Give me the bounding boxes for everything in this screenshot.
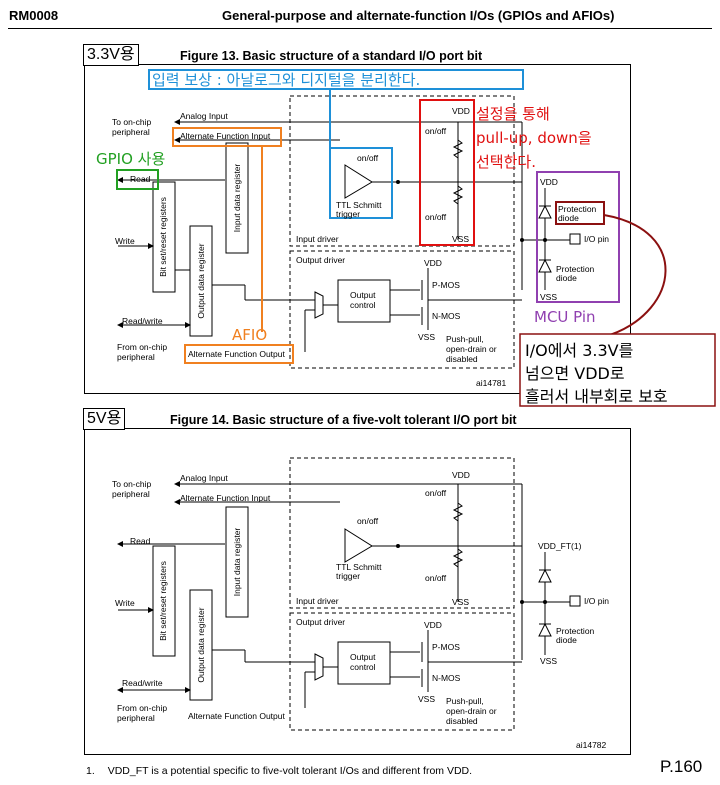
doc-id: RM0008 [9,8,59,23]
fig14-nmos: N-MOS [432,673,461,683]
fig13-pushpull-1: Push-pull, [446,334,484,344]
figure14-tag: 5V용 [83,408,126,430]
figure14-title: Figure 14. Basic structure of a five-vol… [170,413,517,427]
fig14-io-pin: I/O pin [584,596,610,606]
fig14-to-onchip: To on-chip [112,479,152,489]
fig13-pmos: P-MOS [432,280,460,290]
fig13-id: ai14781 [476,378,507,388]
fig13-on-off-a: on/off [425,126,447,136]
fig14-vss-out: VSS [418,694,436,704]
anno-input-compensation: 입력 보상 : 아날로그와 디지털을 분리한다. [152,71,421,89]
anno-protect-3: 흘러서 내부회로 보호 [525,387,668,406]
fig13-vdd-top: VDD [452,106,470,116]
fig14-read-write: Read/write [122,678,163,688]
fig14-on-off-c: on/off [425,573,447,583]
fig14-output-control-1: Output [350,652,376,662]
fig14-alt-func-output: Alternate Function Output [188,711,285,721]
fig13-alt-func-input: Alternate Function Input [180,131,271,141]
fig14-on-off-b: on/off [357,516,379,526]
fig14-analog-input: Analog Input [180,473,228,483]
fig13-vdd-diode: VDD [540,177,558,187]
footnote-text: VDD_FT is a potential specific to five-v… [107,765,473,777]
fig13-on-off-b: on/off [357,153,379,163]
fig14-peripheral-2: peripheral [117,713,155,723]
footnote: 1. VDD_FT is a potential specific to fiv… [86,765,472,777]
fig13-output-control-1: Output [350,290,376,300]
fig13-pushpull-2: open-drain or [446,344,497,354]
fig14-id: ai14782 [576,740,607,750]
fig14-peripheral: peripheral [112,489,150,499]
fig14-vdd-out: VDD [424,620,442,630]
fig13-analog-input: Analog Input [180,111,228,121]
anno-mcu-pin: MCU Pin [534,308,596,326]
fig14-vss-diode: VSS [540,656,558,666]
anno-afio: AFIO [232,326,268,344]
fig14-read: Read [130,536,151,546]
fig13-protection-1: Protection [558,204,597,214]
fig13-peripheral-2: peripheral [117,352,155,362]
fig13-write: Write [115,236,135,246]
fig13-nmos: N-MOS [432,311,461,321]
fig13-input-driver: Input driver [296,234,339,244]
fig13-read: Read [130,174,151,184]
fig14-ttl-2: trigger [336,571,361,581]
page-number: P.160 [660,757,703,776]
fig13-vss-bottom: VSS [452,234,470,244]
fig14-output-data-reg: Output data register [196,607,206,683]
anno-protect-1: I/O에서 3.3V를 [525,341,634,360]
anno-pullup-2: pull-up, down을 [476,129,592,147]
fig14-write: Write [115,598,135,608]
fig14-bit-set-reset-reg: Bit set/reset registers [158,561,168,641]
fig13-vss-out: VSS [418,332,436,342]
figure13-title: Figure 13. Basic structure of a standard… [180,49,483,63]
fig14-from-onchip: From on-chip [117,703,168,713]
fig13-to-onchip: To on-chip [112,117,152,127]
fig13-alt-func-output: Alternate Function Output [188,349,285,359]
fig14-input-driver: Input driver [296,596,339,606]
fig13-pushpull-3: disabled [446,354,478,364]
fig13-vdd-out: VDD [424,258,442,268]
fig14-diode: diode [556,635,577,645]
anno-pullup-1: 설정을 통해 [476,105,550,123]
page-header-title: General-purpose and alternate-function I… [222,8,615,23]
fig14-protection: Protection [556,626,595,636]
fig14-pushpull-3: disabled [446,716,478,726]
fig14-alt-func-input: Alternate Function Input [180,493,271,503]
fig14-pushpull-2: open-drain or [446,706,497,716]
anno-protect-2: 넘으면 VDD로 [525,364,625,383]
fig13-ttl-2: trigger [336,209,361,219]
fig13-protection-2: Protection [556,264,595,274]
fig13-read-write: Read/write [122,316,163,326]
footnote-num: 1. [86,765,95,777]
anno-pullup-3: 선택한다. [476,153,536,171]
header-rule [8,28,712,29]
fig13-diode-2: diode [556,273,577,283]
fig14-output-control-2: control [350,662,376,672]
fig13-output-control-2: control [350,300,376,310]
fig14-vdd-top: VDD [452,470,470,480]
fig13-output-driver: Output driver [296,255,346,265]
fig14-output-driver: Output driver [296,617,346,627]
fig13-diode-1: diode [558,213,579,223]
fig14-ttl-1: TTL Schmitt [336,562,382,572]
fig14-pmos: P-MOS [432,642,460,652]
fig14-on-off-a: on/off [425,488,447,498]
fig13-ttl-1: TTL Schmitt [336,200,382,210]
fig14-input-data-reg: Input data register [232,527,242,597]
fig13-from-onchip: From on-chip [117,342,168,352]
fig14-vss-bottom: VSS [452,597,470,607]
fig13-on-off-c: on/off [425,212,447,222]
figure13-tag: 3.3V용 [83,44,139,66]
anno-gpio: GPIO 사용 [96,150,166,168]
fig13-vss-diode: VSS [540,292,558,302]
fig14-vdd-ft: VDD_FT(1) [538,541,582,551]
fig13-io-pin: I/O pin [584,234,610,244]
fig14-pushpull-1: Push-pull, [446,696,484,706]
fig13-peripheral: peripheral [112,127,150,137]
